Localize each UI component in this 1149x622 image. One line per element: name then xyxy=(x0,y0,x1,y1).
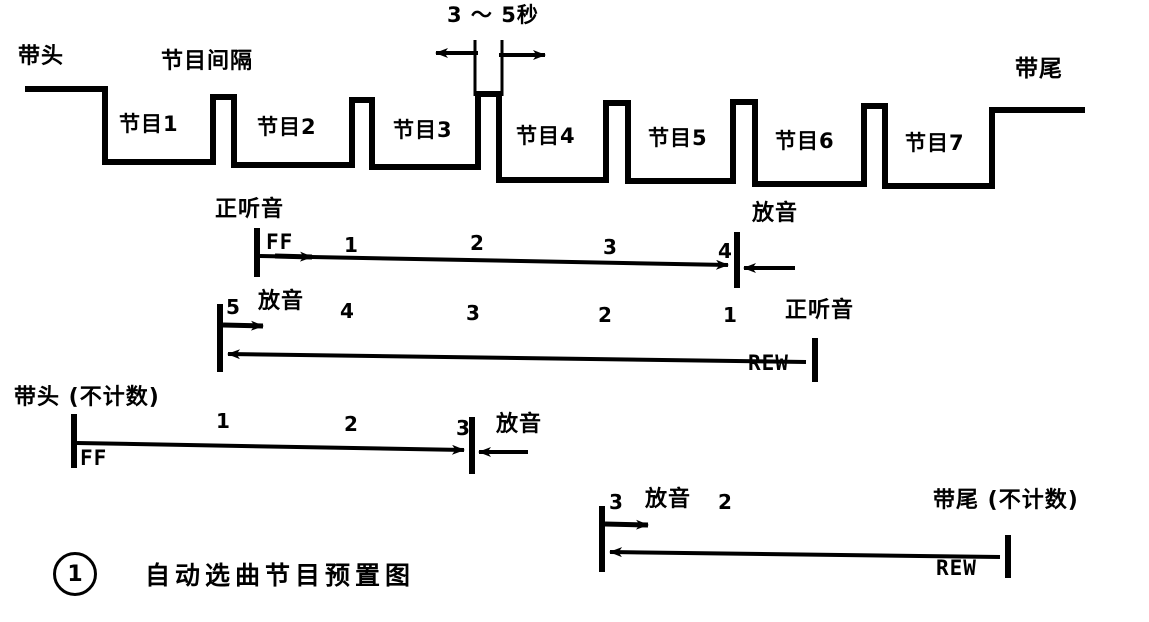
tape-waveform xyxy=(25,86,1085,189)
row2-graphic xyxy=(217,304,818,382)
row2-end-label: 正听音 xyxy=(785,298,855,323)
program-gap-label: 节目间隔 xyxy=(161,49,254,74)
row2-count-5: 5 xyxy=(226,295,241,319)
program-label-4: 节目4 xyxy=(516,124,576,148)
row1-count-3: 3 xyxy=(603,235,618,259)
program-label-6: 节目6 xyxy=(775,129,835,153)
row1-end-label: 放音 xyxy=(752,201,799,226)
row2-count-4: 4 xyxy=(340,299,355,323)
row3-end-label: 放音 xyxy=(496,412,543,437)
row2-mode-label: REW xyxy=(748,351,789,375)
row2-count-2: 2 xyxy=(598,303,613,327)
row4-start-label: 放音 xyxy=(645,487,692,512)
program-label-7: 节目7 xyxy=(905,131,965,155)
tape-tail-label: 带尾 xyxy=(1015,56,1063,82)
row4-count-3: 3 xyxy=(609,490,624,514)
row4-mode-label: REW xyxy=(936,556,977,580)
row2-count-3: 3 xyxy=(466,301,481,325)
program-label-5: 节目5 xyxy=(648,126,708,150)
row3-start-label: 带头 (不计数) xyxy=(14,385,160,410)
tape-head-label: 带头 xyxy=(18,44,65,69)
row1-mode-label: FF xyxy=(266,230,294,254)
row2-count-1: 1 xyxy=(723,303,738,327)
row1-graphic xyxy=(254,228,795,288)
row3-count-2: 2 xyxy=(344,412,359,436)
row3-mode-label: FF xyxy=(80,446,108,470)
row3-graphic xyxy=(71,414,528,474)
row3-count-1: 1 xyxy=(216,409,231,433)
program-label-2: 节目2 xyxy=(257,115,317,139)
figure-caption: 自动选曲节目预置图 xyxy=(145,561,416,590)
figure-number-badge: 1 xyxy=(53,552,97,596)
row2-start-label: 放音 xyxy=(258,289,305,314)
gap-duration-label: 3 ～ 5秒 xyxy=(447,3,539,27)
program-label-3: 节目3 xyxy=(393,118,453,142)
row4-end-label: 带尾 (不计数) xyxy=(933,488,1079,513)
row4-graphic xyxy=(599,506,1011,578)
program-label-1: 节目1 xyxy=(119,112,179,136)
row1-count-2: 2 xyxy=(470,231,485,255)
gap-time-arrows xyxy=(435,48,546,60)
row3-count-3: 3 xyxy=(456,416,471,440)
row1-count-4: 4 xyxy=(718,239,733,263)
row1-start-label: 正听音 xyxy=(215,197,285,222)
gap-time-callout xyxy=(473,40,504,96)
row4-count-2: 2 xyxy=(718,490,733,514)
row1-count-1: 1 xyxy=(344,233,359,257)
